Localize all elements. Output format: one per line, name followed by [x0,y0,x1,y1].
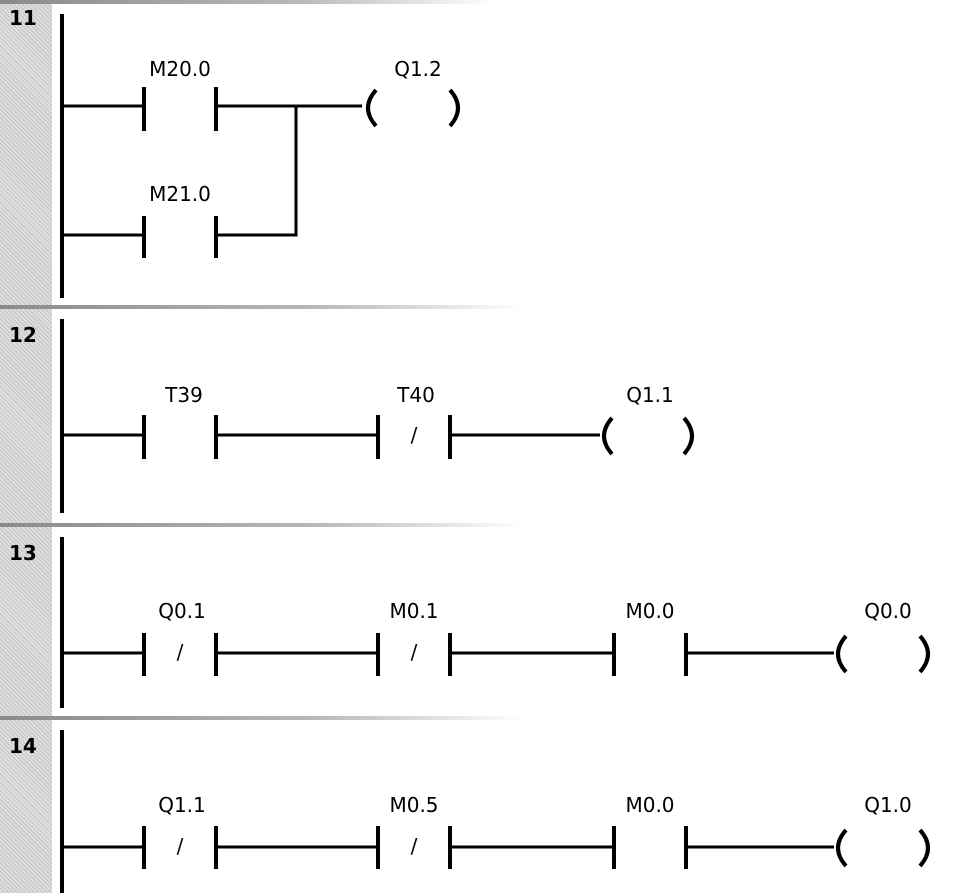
network-gutter [0,523,52,716]
negation-mark: / [411,423,418,447]
network-number[interactable]: 14 [9,734,37,758]
ladder-rung: M20.0 M21.0 Q1.2 [60,14,460,298]
contact-q1-1-negated[interactable]: / Q1.1 [62,793,218,869]
negation-mark: / [411,640,418,664]
contact-m0-0[interactable]: M0.0 [612,793,688,869]
ladder-rung: T39 / T40 Q1.1 [60,319,694,513]
network-gutter [0,0,52,305]
contact-label: T39 [164,383,203,407]
network-number[interactable]: 12 [9,323,37,347]
coil-label: Q1.1 [626,383,674,407]
network-14: 14 / Q1.1 / M0.5 M0.0 Q1.0 [0,716,975,893]
contact-label: Q0.1 [158,599,206,623]
network-number[interactable]: 11 [9,6,37,30]
parallel-branch-wire [216,106,298,237]
contact-label: M0.0 [625,793,674,817]
contact-label: M0.1 [389,599,438,623]
contact-t40-negated[interactable]: / T40 [376,383,452,459]
contact-t39[interactable]: T39 [62,383,218,459]
network-13: 13 / Q0.1 / M0.1 M0.0 Q0.0 [0,523,975,716]
contact-label: Q1.1 [158,793,206,817]
network-gutter [0,716,52,893]
contact-label: M21.0 [149,182,211,206]
negation-mark: / [177,834,184,858]
contact-m0-5-negated[interactable]: / M0.5 [376,793,452,869]
contact-label: M0.5 [389,793,438,817]
network-11: 11 M20.0 M21.0 Q1.2 [0,0,975,305]
contact-q0-1-negated[interactable]: / Q0.1 [62,599,218,676]
contact-label: M20.0 [149,57,211,81]
ladder-rung: / Q1.1 / M0.5 M0.0 Q1.0 [60,730,930,893]
network-separator [0,0,660,4]
network-separator [0,716,700,720]
coil-label: Q1.0 [864,793,912,817]
coil-q1-2[interactable]: Q1.2 [366,57,460,128]
network-separator [0,305,700,309]
contact-label: M0.0 [625,599,674,623]
contact-m0-1-negated[interactable]: / M0.1 [376,599,452,676]
contact-m21-0[interactable]: M21.0 [62,182,218,258]
negation-mark: / [177,640,184,664]
network-gutter [0,305,52,523]
contact-label: T40 [396,383,435,407]
coil-q1-0[interactable]: Q1.0 [836,793,930,868]
coil-label: Q1.2 [394,57,442,81]
contact-m20-0[interactable]: M20.0 [62,57,218,131]
negation-mark: / [411,834,418,858]
network-12: 12 T39 / T40 Q1.1 [0,305,975,523]
coil-q0-0[interactable]: Q0.0 [836,599,930,674]
network-separator [0,523,700,527]
network-number[interactable]: 13 [9,541,37,565]
ladder-rung: / Q0.1 / M0.1 M0.0 Q0.0 [60,537,930,708]
coil-label: Q0.0 [864,599,912,623]
coil-q1-1[interactable]: Q1.1 [602,383,694,456]
contact-m0-0[interactable]: M0.0 [612,599,688,676]
